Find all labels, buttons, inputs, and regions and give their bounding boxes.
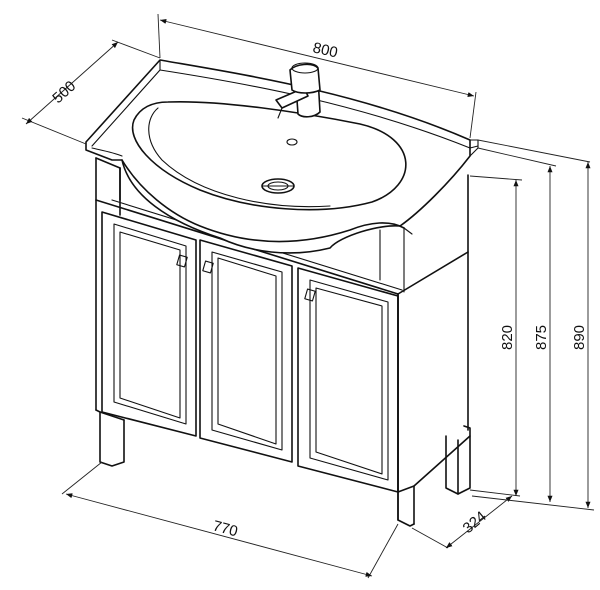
dim-label-depth-top: 500 [49, 78, 79, 107]
dimension-lines [21, 13, 595, 579]
dim-label-width-bottom: 770 [211, 517, 240, 540]
door-handle-icon [304, 288, 316, 302]
dim-label-depth-bottom: 324 [460, 508, 490, 537]
door-handle-icon [176, 254, 188, 268]
dim-label-width-top: 800 [311, 39, 339, 61]
dim-label-height-total: 890 [571, 325, 588, 350]
cabinet-body [95, 157, 471, 527]
dim-label-height-basin: 875 [533, 325, 550, 350]
cabinet-doors [101, 211, 399, 493]
dim-label-height-body: 820 [499, 325, 516, 350]
overflow-hole-icon [286, 138, 298, 146]
door-handle-icon [202, 260, 214, 274]
